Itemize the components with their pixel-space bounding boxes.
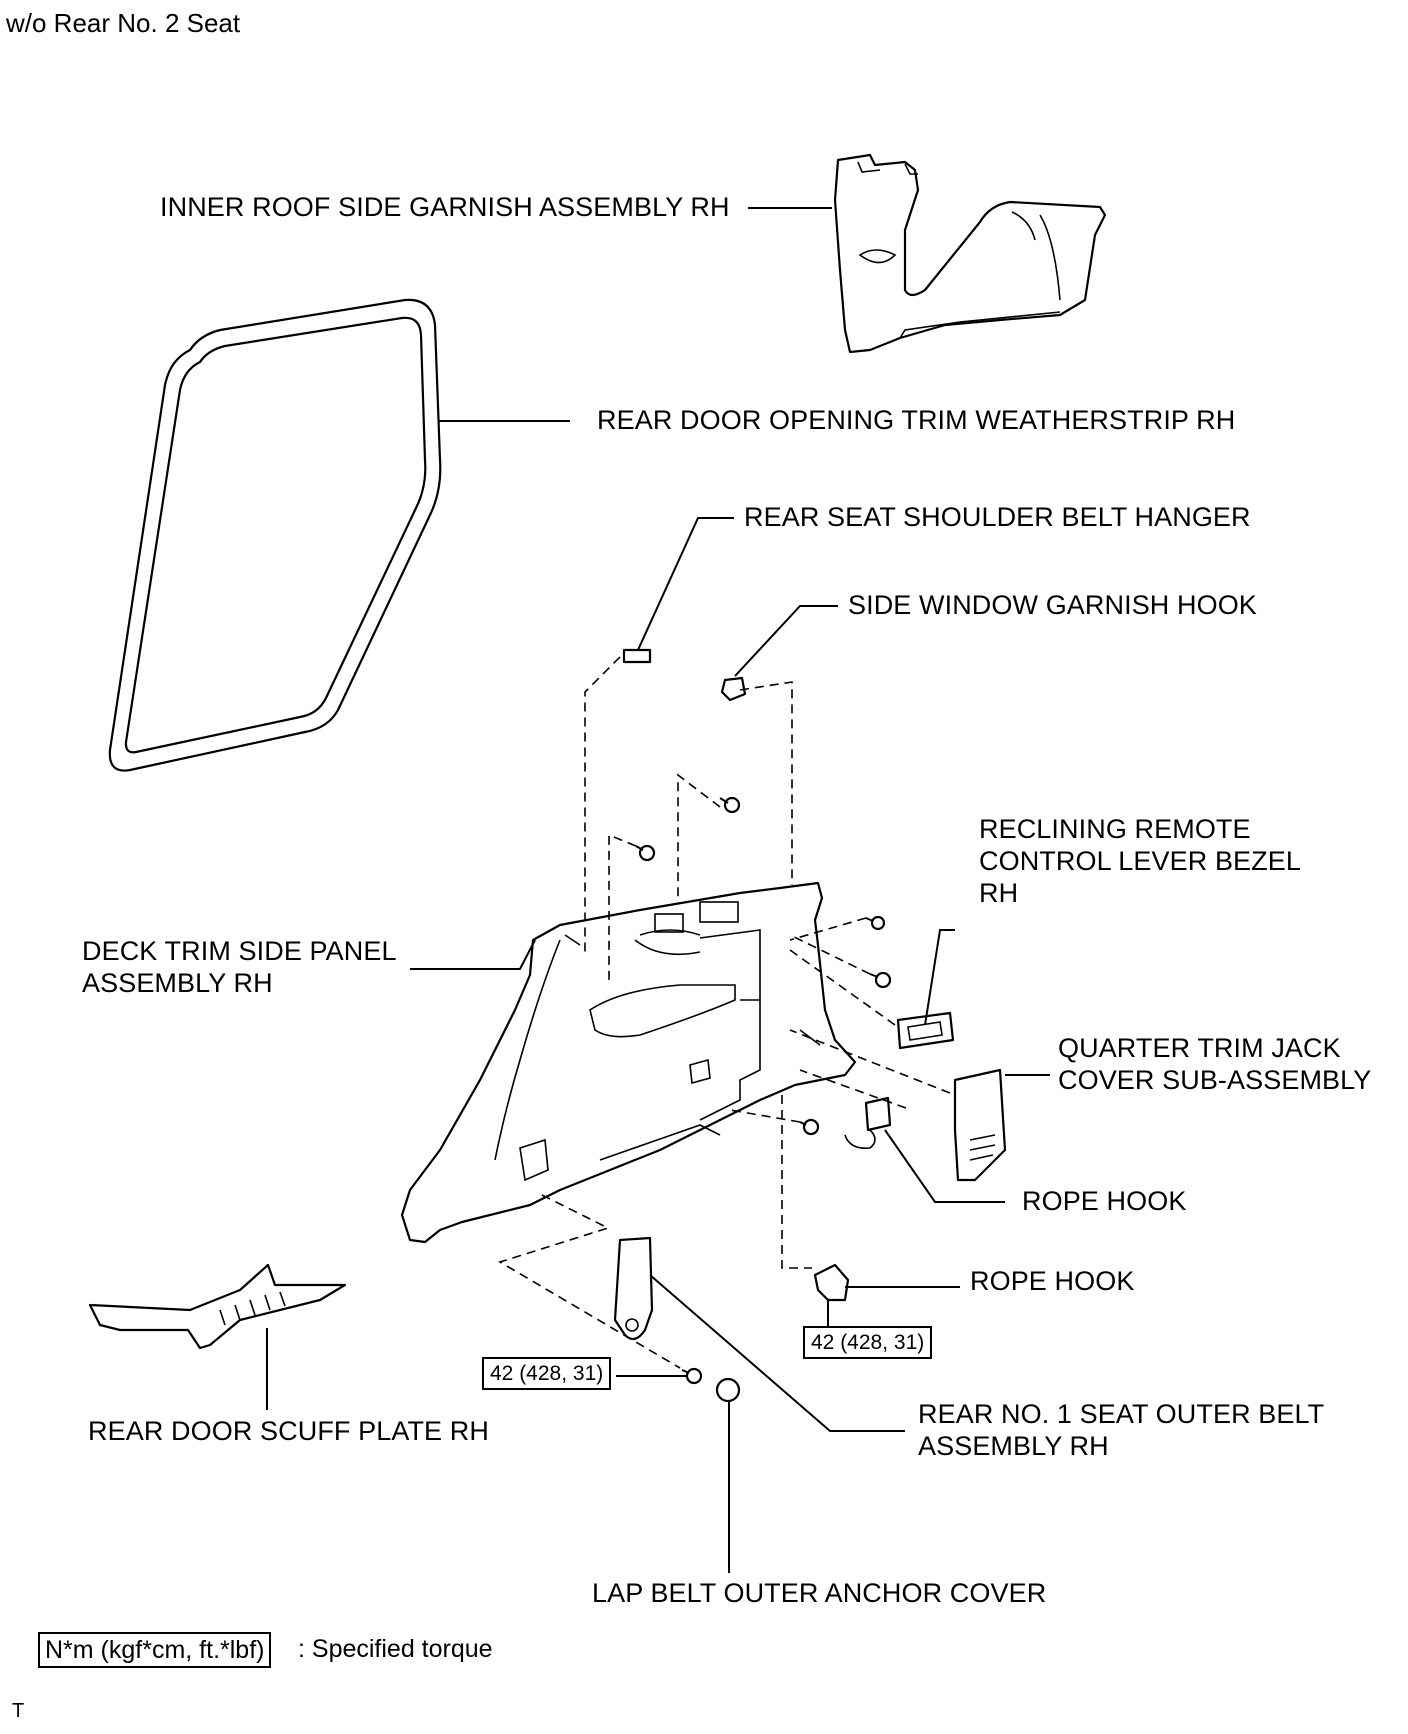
inner-roof-garnish-part xyxy=(833,153,1107,354)
window-hook-part xyxy=(720,676,747,702)
rope-hook-lower-part xyxy=(813,1263,850,1302)
label-jack-cover-line1: QUARTER TRIM JACK xyxy=(1058,1033,1341,1063)
weatherstrip-part xyxy=(108,298,442,772)
shoulder-hanger-part xyxy=(622,648,652,664)
outer-belt-part xyxy=(613,1236,654,1341)
label-rope-hook-upper: ROPE HOOK xyxy=(1022,1186,1187,1216)
label-rope-hook-lower: ROPE HOOK xyxy=(970,1266,1135,1296)
figure-code: T xyxy=(12,1700,25,1722)
assembly-lines xyxy=(498,656,951,1369)
label-reclining-bezel-line2: CONTROL LEVER BEZEL xyxy=(979,846,1301,876)
legend-description: : Specified torque xyxy=(298,1635,493,1663)
label-weatherstrip: REAR DOOR OPENING TRIM WEATHERSTRIP RH xyxy=(597,405,1236,435)
leader-lines xyxy=(266,207,1050,1573)
anchor-cover-part xyxy=(715,1377,741,1403)
label-scuff-plate: REAR DOOR SCUFF PLATE RH xyxy=(88,1416,489,1446)
deck-trim-panel-part xyxy=(400,881,857,1244)
jack-cover-part xyxy=(953,1068,1007,1182)
label-inner-roof-garnish: INNER ROOF SIDE GARNISH ASSEMBLY RH xyxy=(160,192,730,222)
scuff-plate-part xyxy=(88,1263,347,1350)
label-reclining-bezel-line3: RH xyxy=(979,878,1019,908)
label-anchor-cover: LAP BELT OUTER ANCHOR COVER xyxy=(592,1578,1047,1608)
label-outer-belt-line2: ASSEMBLY RH xyxy=(918,1431,1109,1461)
label-window-garnish-hook: SIDE WINDOW GARNISH HOOK xyxy=(848,590,1257,620)
rope-hook-upper-part xyxy=(844,1096,892,1150)
bolts xyxy=(635,796,892,1385)
label-outer-belt-line1: REAR NO. 1 SEAT OUTER BELT xyxy=(918,1399,1325,1429)
label-reclining-bezel-line1: RECLINING REMOTE xyxy=(979,814,1251,844)
reclining-bezel-part xyxy=(896,1011,955,1050)
page-title: w/o Rear No. 2 Seat xyxy=(6,8,241,38)
torque-spec-rope-hook: 42 (428, 31) xyxy=(803,1326,933,1359)
torque-spec-belt-anchor: 42 (428, 31) xyxy=(482,1357,612,1390)
legend-unit-box: N*m (kgf*cm, ft.*lbf) xyxy=(38,1632,272,1668)
label-deck-trim-line2: ASSEMBLY RH xyxy=(82,968,273,998)
label-deck-trim-line1: DECK TRIM SIDE PANEL xyxy=(82,936,397,966)
label-shoulder-belt-hanger: REAR SEAT SHOULDER BELT HANGER xyxy=(744,502,1251,532)
label-jack-cover-line2: COVER SUB-ASSEMBLY xyxy=(1058,1065,1372,1095)
